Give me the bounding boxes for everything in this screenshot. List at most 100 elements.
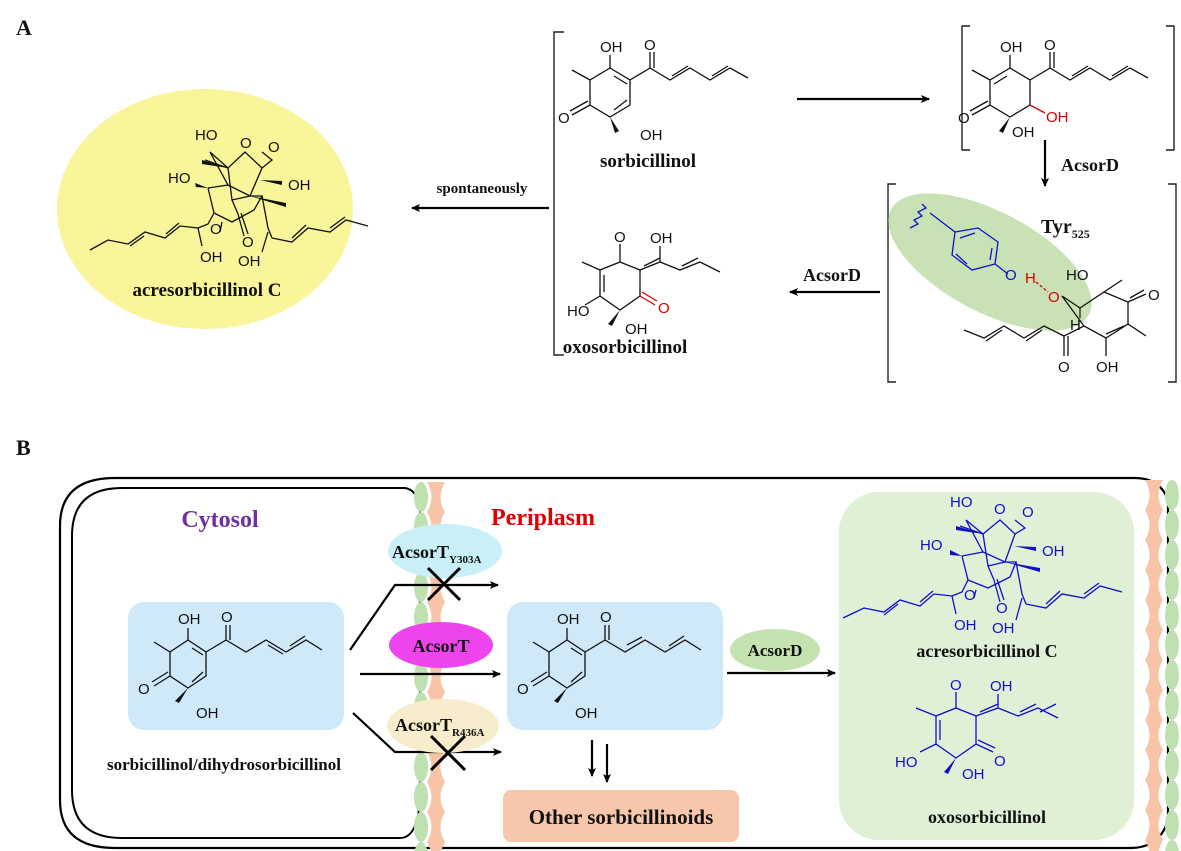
svg-text:O: O	[958, 110, 970, 127]
transporter-r436a-name: AcsorT	[395, 715, 452, 735]
lipid-tail-orange	[427, 842, 445, 851]
periplasm-label: Periplasm	[491, 505, 595, 531]
svg-text:OH: OH	[992, 620, 1015, 637]
lipid-head-green	[414, 842, 428, 851]
lipid-tail-orange	[1145, 660, 1163, 690]
substrate-structure: OH O O OH	[138, 609, 323, 722]
products-box	[839, 492, 1134, 840]
svg-text:O: O	[1022, 504, 1034, 521]
lipid-tail-orange	[427, 812, 445, 842]
lipid-head-green	[1165, 720, 1179, 750]
sorbicillinol-structure-a: OH O O OH	[558, 37, 749, 144]
lipid-head-green	[1165, 810, 1179, 840]
lipid-head-green	[414, 482, 428, 512]
transporter-r436a-oval	[387, 699, 499, 753]
svg-text:HO: HO	[195, 127, 218, 144]
acresorbicillinol-c-label-a: acresorbicillinol C	[133, 280, 282, 301]
svg-text:OH: OH	[200, 249, 223, 266]
svg-text:OH: OH	[625, 321, 648, 338]
cytosol-label: Cytosol	[181, 507, 259, 533]
svg-text:HO: HO	[1066, 267, 1089, 284]
svg-text:O: O	[964, 587, 976, 604]
lipid-tail-orange	[1145, 630, 1163, 660]
svg-text:HO: HO	[567, 303, 590, 320]
hydrated-intermediate-structure: OH O O OH OH	[958, 37, 1149, 141]
svg-text:OH: OH	[288, 177, 311, 194]
svg-text:OH: OH	[238, 253, 261, 270]
svg-text:O: O	[1005, 267, 1017, 284]
lipid-tail-orange	[1145, 540, 1163, 570]
lipid-head-green	[414, 752, 428, 782]
svg-text:HO: HO	[895, 754, 918, 771]
pathway-y303a	[349, 581, 499, 651]
svg-text:O: O	[614, 229, 626, 246]
svg-text:OH: OH	[557, 611, 580, 628]
transporter-y303a-oval	[388, 524, 502, 578]
svg-text:O: O	[644, 37, 656, 54]
svg-text:HO: HO	[950, 494, 973, 511]
transporter-wild-type-oval	[389, 622, 493, 668]
lipid-head-green	[1165, 510, 1179, 540]
svg-text:OH: OH	[1000, 39, 1023, 56]
acsord-down-label: AcsorD	[1061, 155, 1119, 175]
lipid-head-green	[414, 782, 428, 812]
svg-text:OH: OH	[178, 611, 201, 628]
svg-text:O: O	[1044, 37, 1056, 54]
svg-text:O: O	[210, 221, 222, 238]
svg-text:O: O	[996, 600, 1008, 617]
transporter-y303a-sub: Y303A	[449, 554, 481, 566]
svg-text:OH: OH	[954, 617, 977, 634]
lipid-head-green	[1165, 750, 1179, 780]
svg-text:O: O	[558, 110, 570, 127]
svg-text:H: H	[1025, 270, 1036, 287]
acsord-left-label: AcsorD	[803, 265, 861, 285]
svg-text:O: O	[658, 300, 670, 317]
lipid-tail-orange	[1145, 600, 1163, 630]
left-bracket	[553, 31, 564, 356]
lipid-head-green	[414, 662, 428, 692]
tyr-name: Tyr	[1041, 216, 1072, 238]
lipid-head-green	[1165, 780, 1179, 810]
svg-text:OH: OH	[640, 127, 663, 144]
lipid-head-green	[1165, 540, 1179, 570]
sorbicillinol-label-a: sorbicillinol	[600, 151, 696, 172]
svg-text:O: O	[221, 609, 233, 626]
svg-text:O: O	[138, 681, 150, 698]
intermediate-brackets	[961, 25, 1175, 151]
blocked-x-r436a-icon	[429, 734, 467, 772]
transporter-y303a-name: AcsorT	[392, 542, 449, 562]
svg-text:O: O	[994, 753, 1006, 770]
svg-text:OH: OH	[1012, 124, 1035, 141]
periplasm-substrate-box	[507, 602, 723, 730]
svg-text:O: O	[240, 135, 252, 152]
acsord-enzyme-oval	[730, 629, 820, 671]
lipid-head-green	[1165, 570, 1179, 600]
lipid-head-green	[1165, 480, 1179, 510]
acsord-enzyme-label: AcsorD	[748, 641, 803, 660]
svg-text:OH: OH	[962, 766, 985, 783]
svg-text:OH: OH	[990, 678, 1013, 695]
svg-text:O: O	[994, 501, 1006, 518]
lipid-head-green	[1165, 690, 1179, 720]
svg-text:OH: OH	[1046, 109, 1069, 126]
lipid-head-green	[1165, 630, 1179, 660]
transition-state-structure: O H O HO O H O OH	[909, 203, 1160, 376]
substrate-box	[128, 602, 344, 730]
lipid-tail-orange	[427, 482, 445, 512]
tyr-number: 525	[1072, 227, 1090, 241]
blocked-x-y303a-icon	[426, 566, 462, 602]
pathway-r436a	[352, 712, 502, 756]
periplasm-substrate-structure: OH O O OH	[517, 609, 702, 722]
tyr-residue-label: Tyr525	[1041, 216, 1090, 241]
spontaneously-label: spontaneously	[437, 181, 528, 197]
tyr-highlight	[888, 193, 1092, 331]
lipid-head-green	[1165, 660, 1179, 690]
transporter-y303a-label: AcsorTY303A	[392, 542, 481, 566]
oxosorbicillinol-structure-a: O OH HO O OH	[567, 229, 721, 338]
svg-text:O: O	[950, 677, 962, 694]
membrane-bilayer-right	[1145, 480, 1179, 851]
acresorbicillinol-c-highlight	[57, 89, 353, 329]
svg-text:O: O	[517, 681, 529, 698]
lipid-head-green	[1165, 840, 1179, 851]
